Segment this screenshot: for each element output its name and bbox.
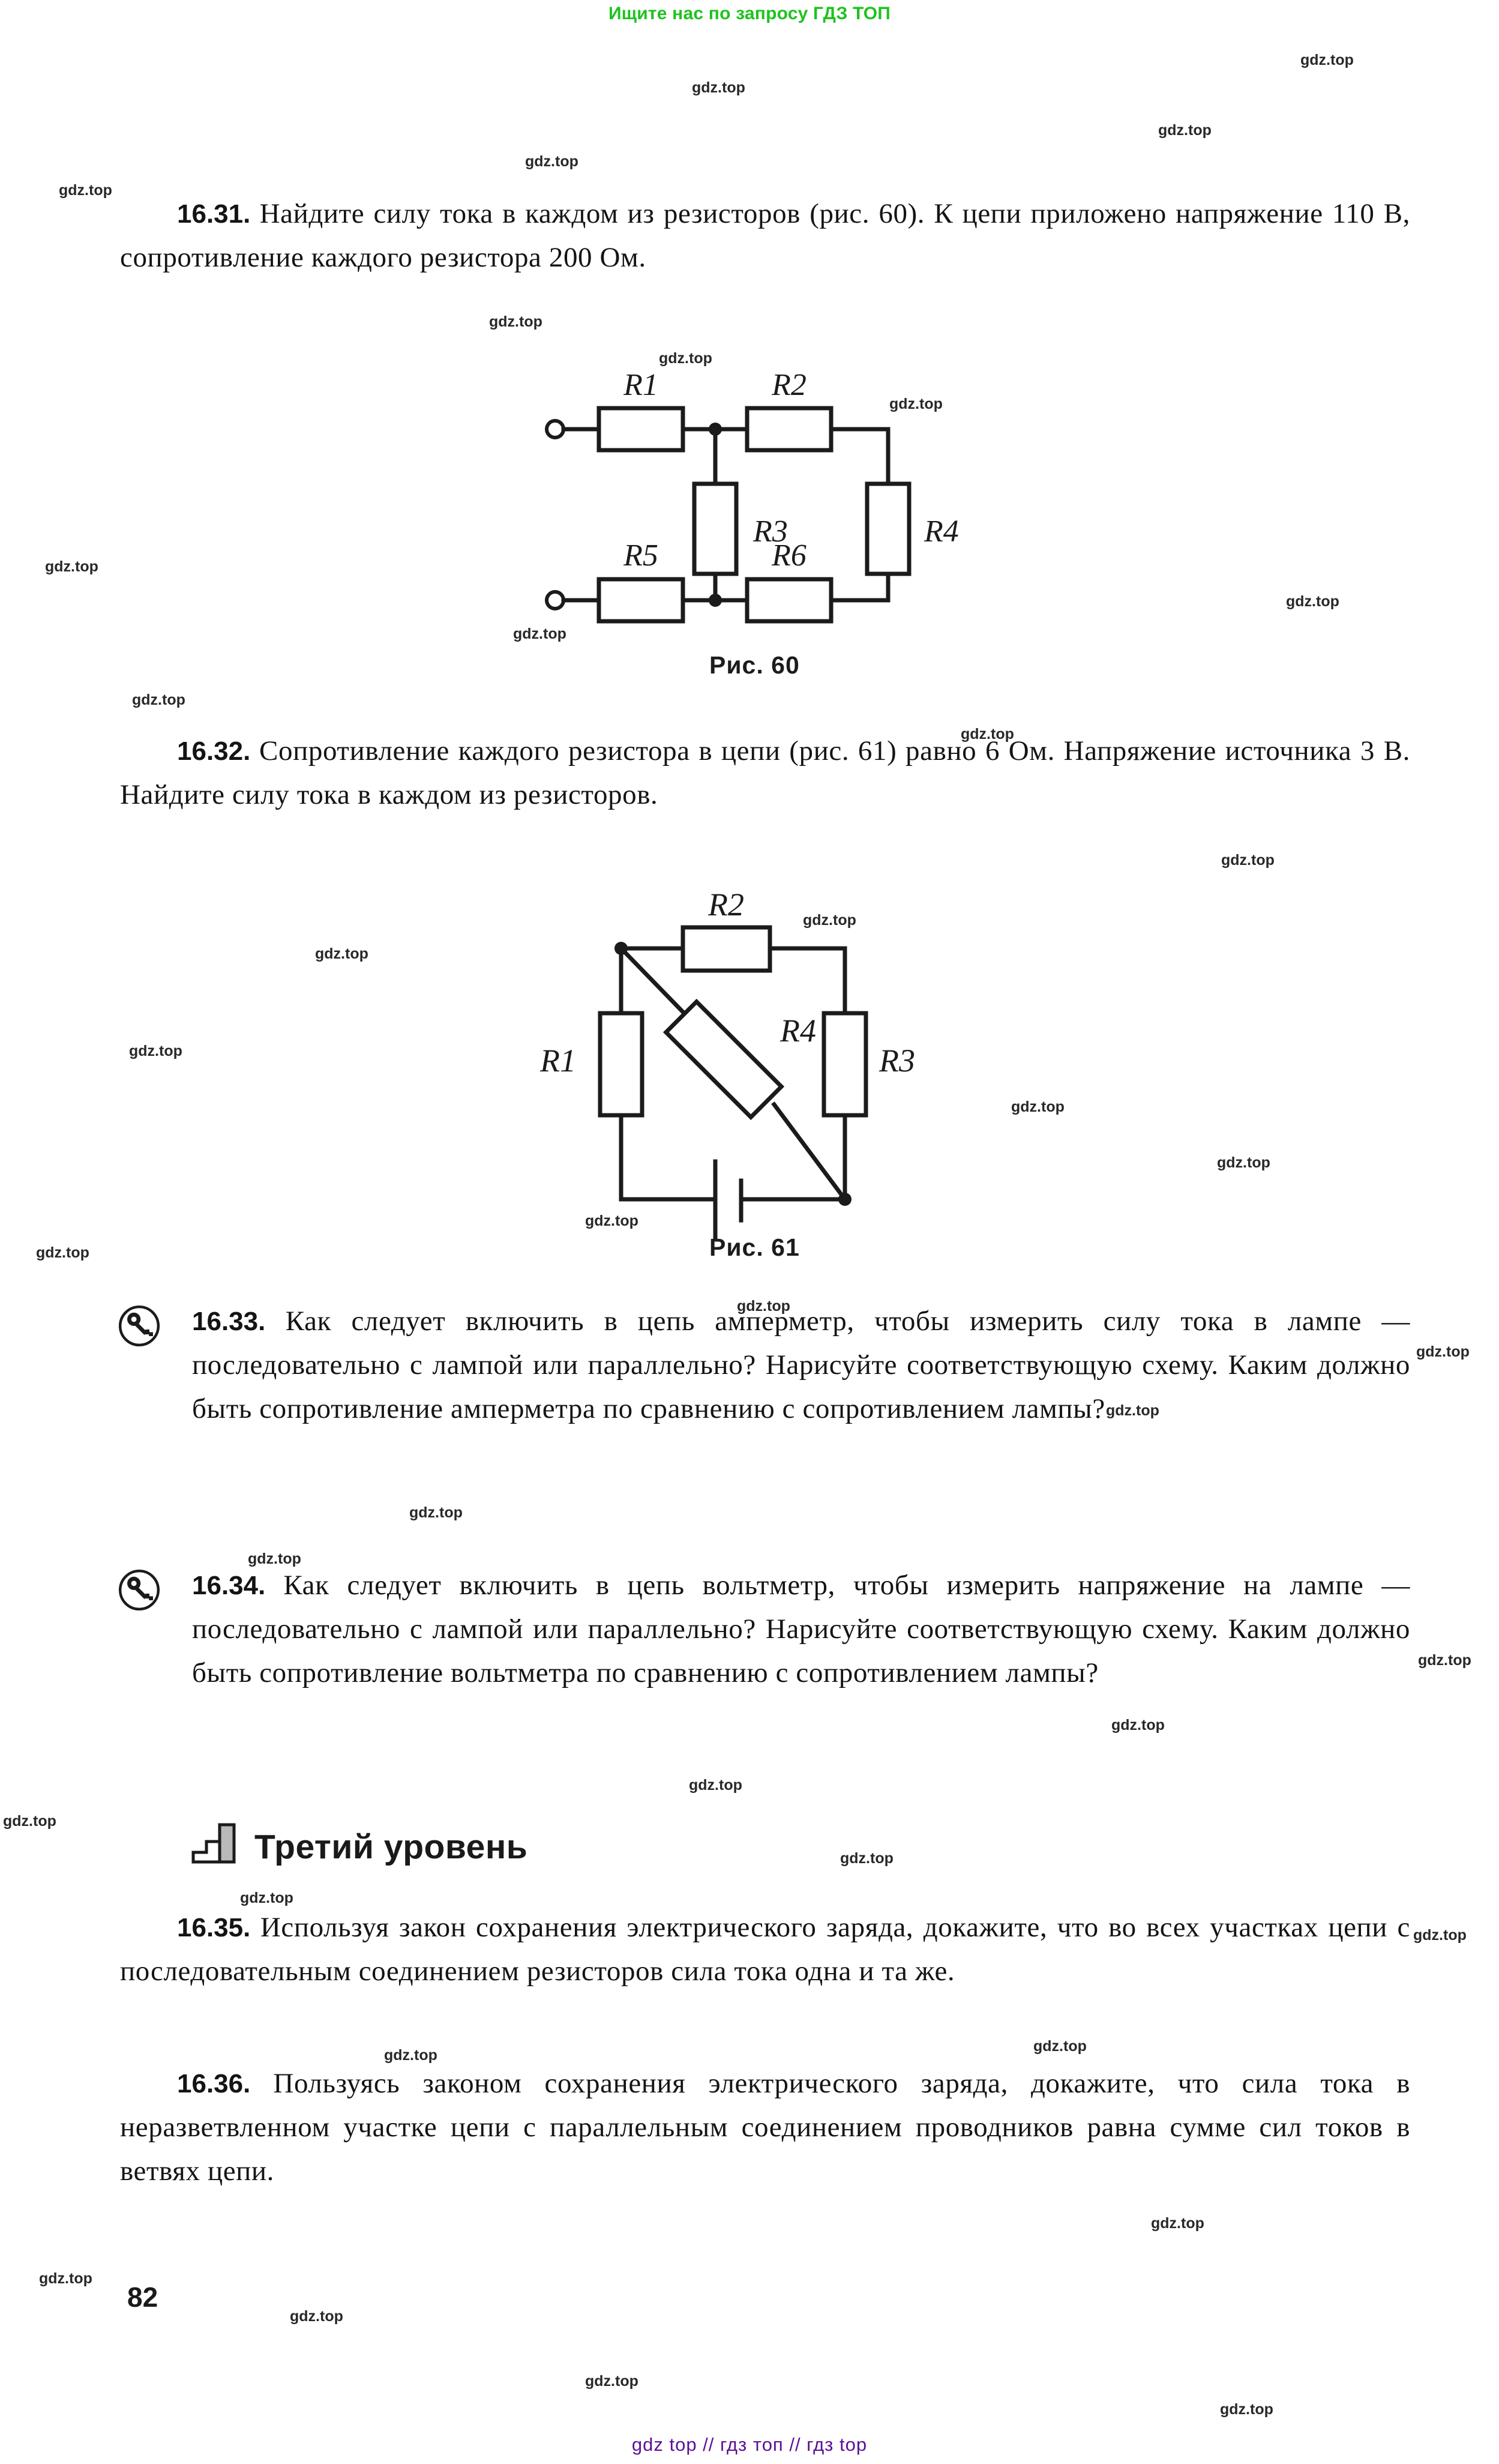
figure-60-caption: Рис. 60 [709,651,800,679]
figure-61: R2 R1 R3 R4 [528,887,996,1264]
watermark: gdz.top [840,1850,894,1867]
watermark: gdz.top [659,350,712,367]
figure-60-label-r5: R5 [623,538,658,573]
watermark: gdz.top [585,2373,638,2390]
figure-60-label-r3: R3 [753,514,788,549]
level-heading-label: Третий уровень [254,1828,528,1866]
figure-61-label-r2: R2 [707,888,744,923]
junction-dot-bottom [709,594,722,607]
watermark: gdz.top [1300,52,1354,68]
watermark: gdz.top [1158,122,1212,139]
problem-number-16-32: 16.32. [177,736,251,766]
figure-60-label-r6: R6 [771,538,807,573]
figure-61-label-r4: R4 [780,1013,816,1049]
problem-body-16-34: Как следует включить в цепь вольтметр, ч… [192,1570,1410,1688]
watermark: gdz.top [39,2270,92,2287]
junction-dot-top-left [614,942,628,955]
watermark: gdz.top [1217,1154,1270,1171]
problem-body-16-36: Пользуясь законом сохранения электрическ… [120,2068,1410,2187]
watermark: gdz.top [132,691,185,708]
problem-number-16-33: 16.33. [192,1307,266,1336]
junction-dot-top [709,423,722,436]
problem-body-16-32: Сопротивление каждого резистора в цепи (… [120,735,1410,810]
problem-16-32: 16.32. Сопротивление каждого резистора в… [120,729,1410,817]
key-icon [118,1569,160,1611]
figure-61-label-r1: R1 [539,1043,576,1079]
watermark: gdz.top [1221,852,1275,869]
watermark: gdz.top [1151,2215,1204,2232]
promo-header-text: Ищите нас по запросу ГДЗ ТОП [608,4,891,23]
watermark: gdz.top [290,2308,343,2325]
watermark: gdz.top [1033,2038,1087,2055]
problem-number-16-31: 16.31. [177,199,251,229]
figure-61-circuit: R2 R1 R3 R4 [539,887,915,1241]
page-number: 82 [127,2282,158,2313]
problem-number-16-35: 16.35. [177,1913,251,1942]
watermark: gdz.top [489,313,542,330]
watermark: gdz.top [513,625,566,642]
problem-16-35: 16.35. Используя закон сохранения электр… [120,1906,1410,1993]
watermark: gdz.top [45,558,98,575]
problem-number-16-36: 16.36. [177,2069,251,2098]
figure-60-label-r2: R2 [771,372,807,402]
watermark: gdz.top [525,153,578,170]
watermark: gdz.top [36,1244,89,1261]
figure-60-circuit: R1 R2 R3 R4 R5 R6 [545,368,959,624]
watermark: gdz.top [409,1504,463,1521]
figure-60: R1 R2 R3 R4 R5 R6 [540,368,984,627]
watermark: gdz.top [692,79,745,96]
problem-16-31: 16.31. Найдите силу тока в каждом из рез… [120,192,1410,280]
watermark: gdz.top [59,182,112,199]
problem-number-16-34: 16.34. [192,1571,266,1600]
watermark: gdz.top [1286,593,1339,610]
problem-16-33: 16.33. Как следует включить в цепь ампер… [192,1300,1410,1431]
problem-body-16-35: Используя закон сохранения электрическог… [120,1912,1410,1987]
figure-61-caption: Рис. 61 [709,1234,800,1261]
problem-body-16-33: Как следует включить в цепь амперметр, ч… [192,1306,1410,1424]
watermark: gdz.top [1413,1927,1467,1944]
problem-16-34: 16.34. Как следует включить в цепь вольт… [192,1564,1410,1695]
figure-60-label-r1: R1 [623,372,658,402]
problem-16-36: 16.36. Пользуясь законом сохранения элек… [120,2062,1410,2193]
watermark: gdz.top [240,1890,293,1906]
problem-body-16-31: Найдите силу тока в каждом из резисторов… [120,198,1410,273]
watermark: gdz.top [689,1777,742,1794]
key-icon [118,1305,160,1347]
watermark: gdz.top [1111,1717,1165,1734]
watermark: gdz.top [1416,1343,1470,1360]
watermark: gdz.top [1011,1098,1065,1115]
watermark: gdz.top [1220,2401,1273,2418]
junction-dot-bottom-right [838,1193,852,1206]
watermark: gdz.top [3,1813,56,1830]
watermark: gdz.top [129,1043,182,1059]
watermark: gdz.top [315,945,368,962]
level-heading: Третий уровень [191,1819,527,1864]
promo-footer-text: gdz top // гдз топ // гдз top [631,2434,868,2455]
stairs-icon [191,1823,236,1864]
watermark: gdz.top [1418,1652,1471,1669]
figure-60-label-r4: R4 [924,514,959,549]
figure-61-label-r3: R3 [879,1043,915,1079]
